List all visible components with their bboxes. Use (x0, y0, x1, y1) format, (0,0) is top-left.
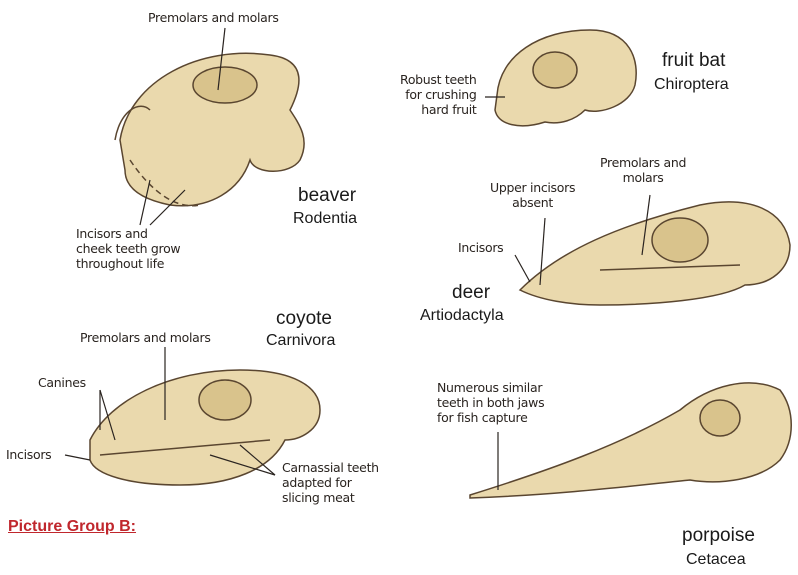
coyote-name: coyote (276, 308, 332, 329)
deer-name: deer (452, 282, 491, 303)
porpoise-label-teeth: Numerous similar teeth in both jaws for … (437, 380, 545, 425)
porpoise-skull (469, 382, 792, 499)
bat-order: Chiroptera (654, 76, 729, 93)
beaver-name: beaver (298, 185, 357, 206)
leader-lines (64, 27, 651, 490)
coyote-label-incisors: Incisors (6, 447, 52, 462)
beaver-label-incisors: Incisors and cheek teeth grow throughout… (76, 226, 181, 271)
bat-label-teeth: Robust teeth for crushing hard fruit (400, 72, 477, 117)
deer-order: Artiodactyla (420, 307, 504, 324)
deer-skull (518, 201, 791, 306)
coyote-label-carnassial: Carnassial teeth adapted for slicing mea… (282, 460, 379, 505)
beaver-order: Rodentia (293, 210, 358, 227)
coyote-label-premolars: Premolars and molars (80, 330, 211, 345)
porpoise-order: Cetacea (686, 551, 746, 568)
porpoise-name: porpoise (682, 525, 755, 546)
bat-name: fruit bat (662, 50, 726, 71)
coyote-order: Carnivora (266, 332, 336, 349)
fruit-bat-skull (494, 29, 637, 127)
coyote-skull (89, 369, 321, 486)
beaver-skull (114, 52, 305, 207)
coyote-label-canines: Canines (38, 375, 86, 390)
picture-group-heading: Picture Group B: (8, 518, 137, 535)
deer-label-upper-incisors: Upper incisors absent (490, 180, 576, 210)
deer-label-incisors: Incisors (458, 240, 504, 255)
deer-label-premolars: Premolars and molars (600, 155, 687, 185)
beaver-label-premolars: Premolars and molars (148, 10, 279, 25)
